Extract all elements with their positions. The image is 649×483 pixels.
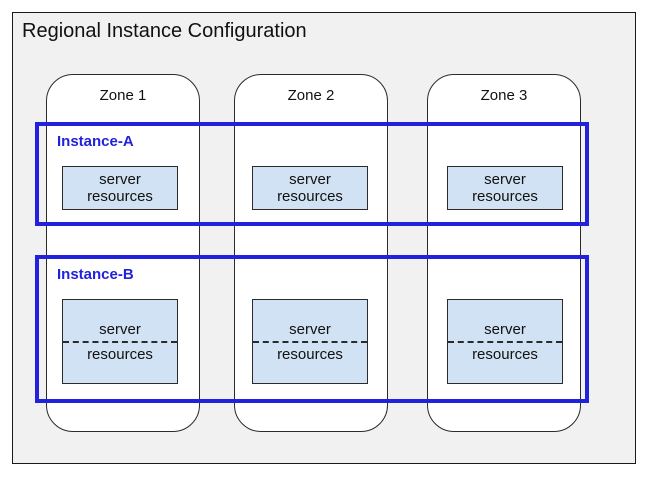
instance-b-box [35, 255, 589, 403]
server-box-line: resources [87, 188, 153, 205]
server-resources-box: server resources [62, 166, 178, 210]
server-resources-box-split: server resources [252, 299, 368, 384]
server-resources-box-split: server resources [447, 299, 563, 384]
instance-a-label: Instance-A [57, 133, 134, 150]
server-box-line: server [484, 320, 526, 338]
server-resources-box-split: server resources [62, 299, 178, 384]
server-box-line: resources [472, 345, 538, 363]
server-box-line: resources [277, 188, 343, 205]
server-box-line: server [289, 171, 331, 188]
server-box-line: resources [472, 188, 538, 205]
zone-label: Zone 1 [99, 87, 147, 104]
server-box-line: server [99, 171, 141, 188]
server-box-line: server [484, 171, 526, 188]
instance-b-label: Instance-B [57, 266, 134, 283]
instance-a-box [35, 122, 589, 226]
zone-label: Zone 2 [287, 87, 335, 104]
server-box-line: server [289, 320, 331, 338]
dashed-split-divider [253, 340, 367, 343]
server-resources-box: server resources [447, 166, 563, 210]
diagram-title: Regional Instance Configuration [22, 20, 307, 42]
server-resources-box: server resources [252, 166, 368, 210]
zone-label: Zone 3 [480, 87, 528, 104]
server-box-line: resources [87, 345, 153, 363]
dashed-split-divider [63, 340, 177, 343]
server-box-line: server [99, 320, 141, 338]
server-box-line: resources [277, 345, 343, 363]
dashed-split-divider [448, 340, 562, 343]
